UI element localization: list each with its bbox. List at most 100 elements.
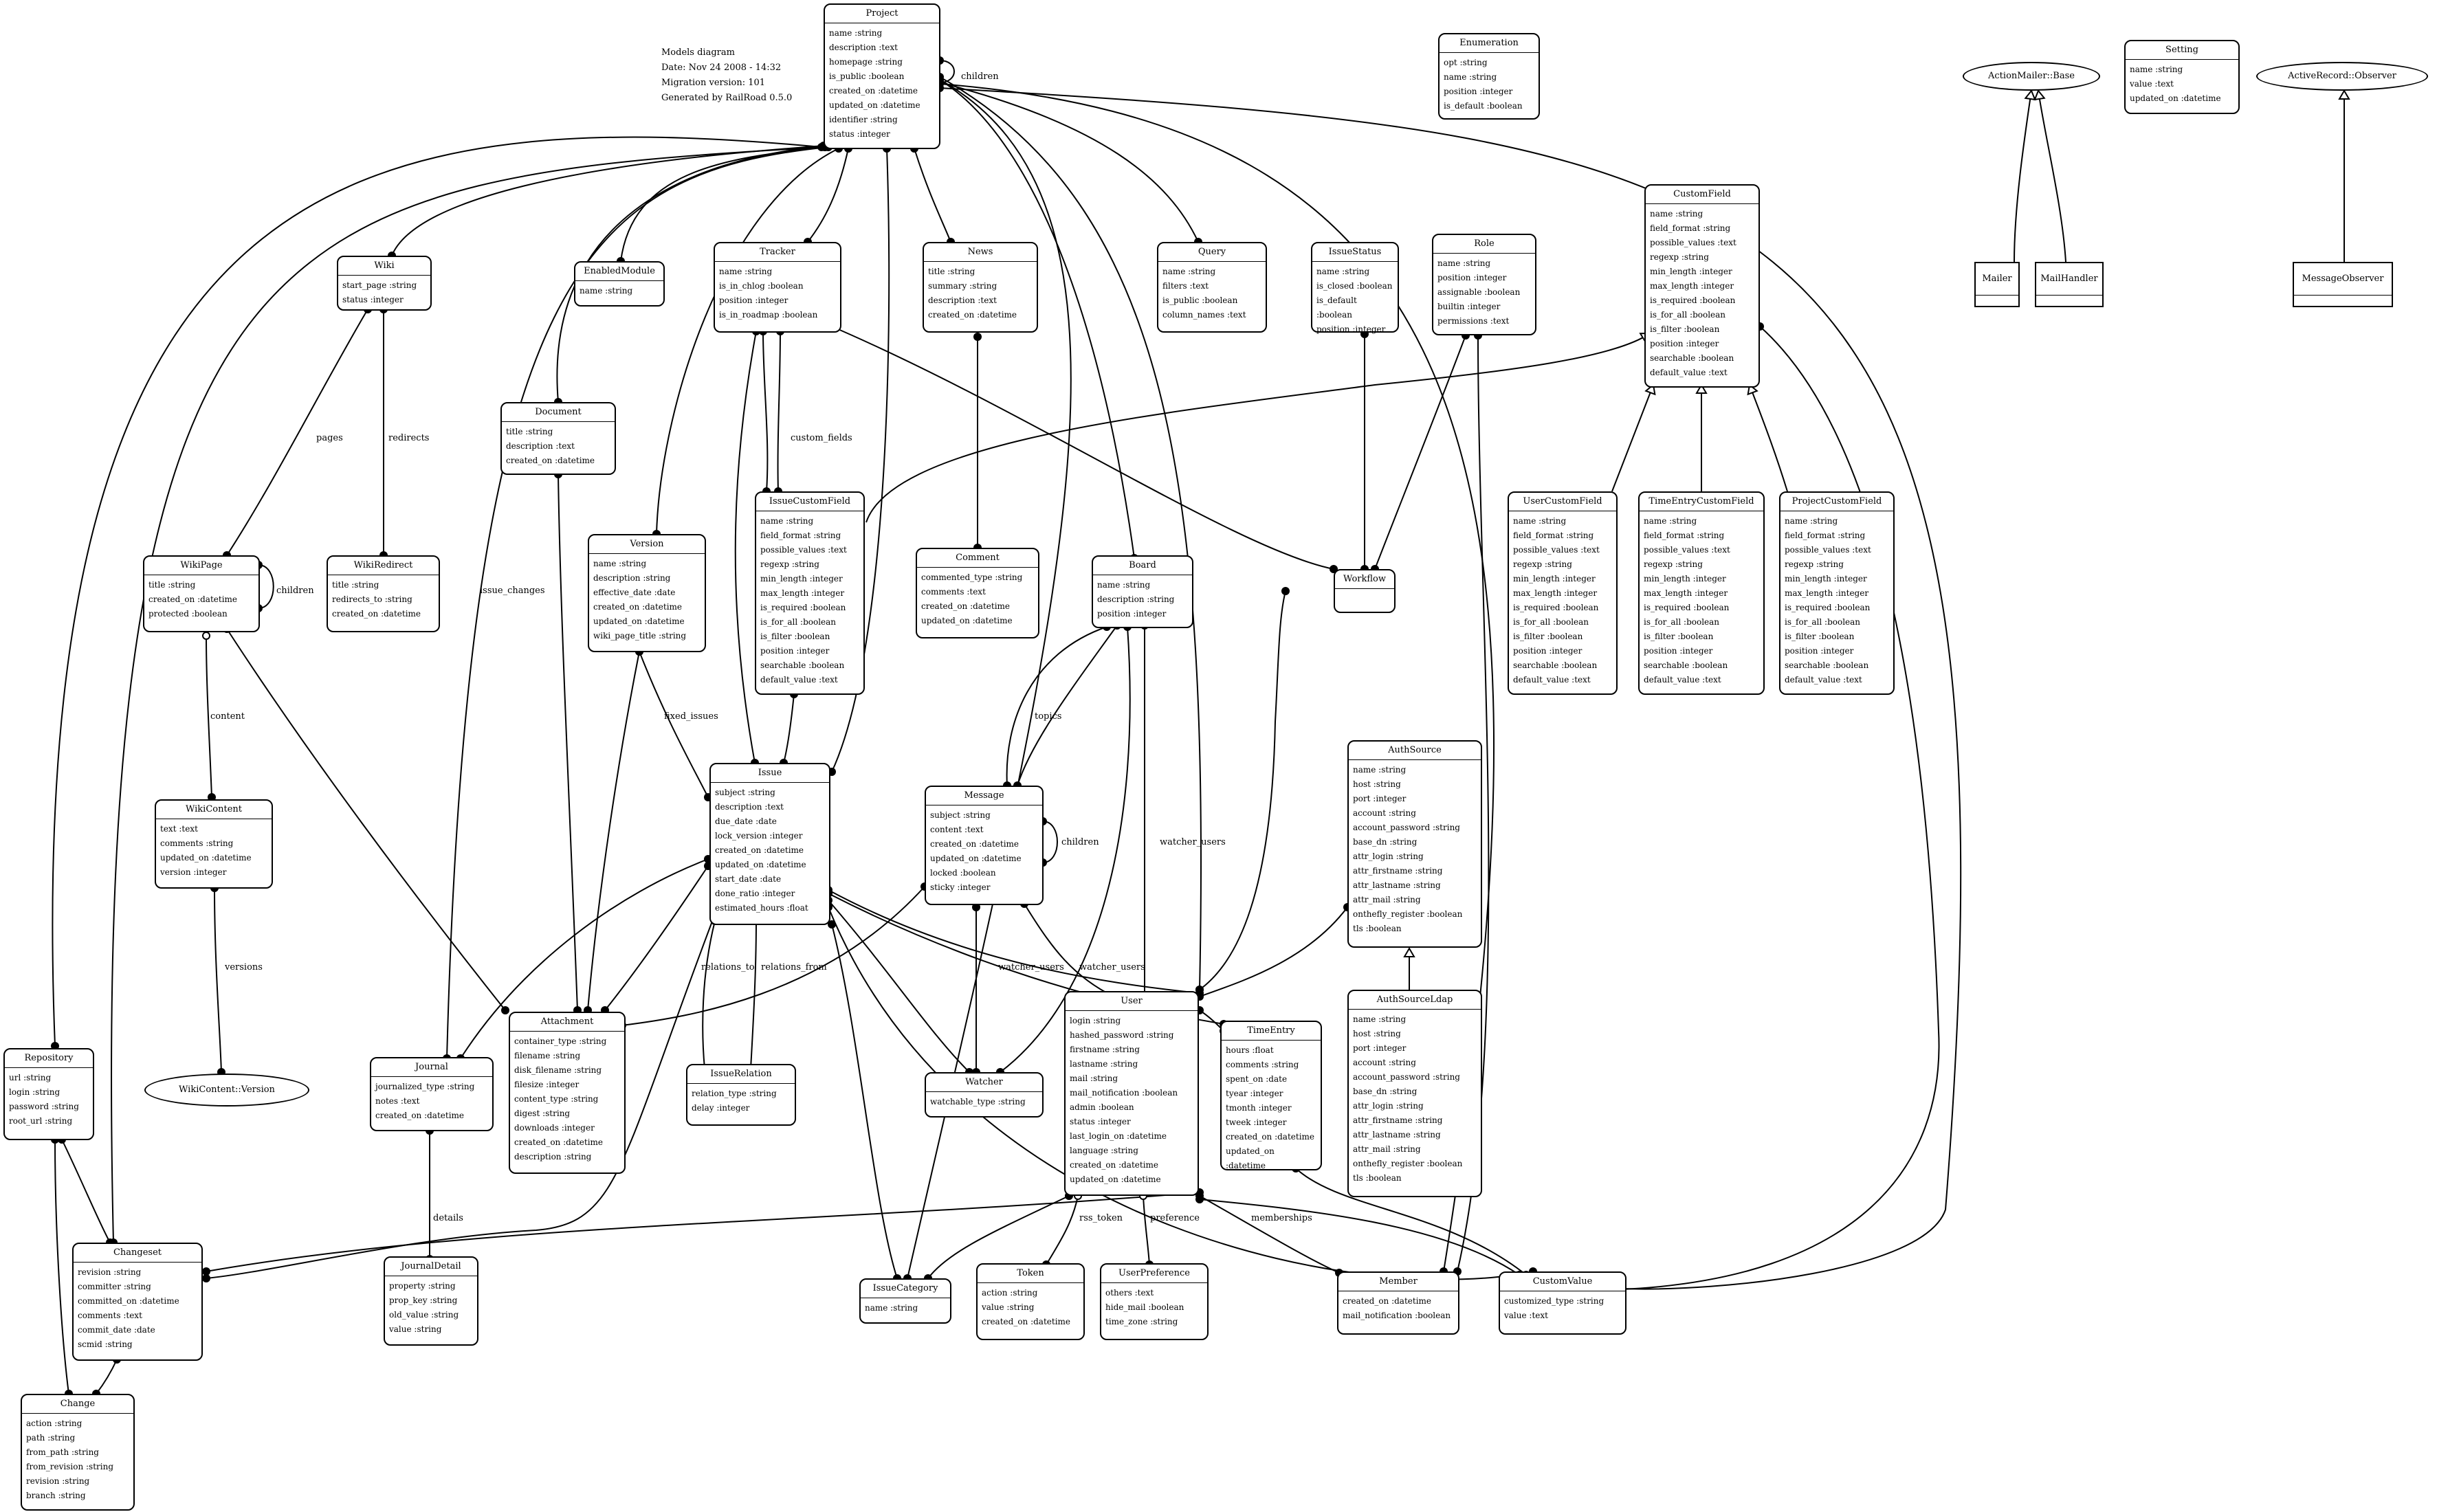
entity-title: WikiRedirect (328, 557, 439, 575)
entity-attribute: is_for_all :boolean (1785, 617, 1861, 627)
edge-label-topics: topics (1035, 711, 1062, 722)
entity-title: Watcher (926, 1074, 1042, 1092)
entity-attribute: mail_notification :boolean (1343, 1311, 1451, 1320)
entity-attribute: value :text (2130, 79, 2174, 89)
edge-issue-issuecategory (831, 924, 898, 1279)
entity-attribute: committed_on :datetime (78, 1296, 179, 1306)
entity-attribute: comments :text (921, 587, 986, 597)
edge-project-news (914, 148, 951, 243)
edge-issue-issuerelation-a (702, 920, 716, 1069)
entity-attribute: name :string (865, 1303, 918, 1313)
entity-attribute: name :string (1162, 267, 1216, 276)
entity-attribute: host :string (1353, 1029, 1401, 1038)
entity-attribute: position :integer (719, 296, 789, 305)
edge-start-marker (1195, 986, 1204, 994)
edge-user-changeset (206, 1192, 1200, 1272)
entity-attribute: from_revision :string (26, 1462, 114, 1471)
entity-attribute: is_default :boolean (1444, 101, 1523, 111)
entity-attribute: is_in_chlog :boolean (719, 281, 804, 291)
entity-title: TimeEntryCustomField (1640, 493, 1763, 511)
entity-attribute: comments :string (1226, 1060, 1299, 1069)
entity-title: Issue (711, 764, 829, 783)
edge-label-fixed-issues: fixed_issues (664, 711, 718, 722)
entity-attribute: digest :string (514, 1109, 571, 1118)
entity-attribute: tls :boolean (1353, 924, 1402, 933)
edge-label-wikipage-children: children (276, 586, 314, 596)
entity-attribute: field_format :string (1785, 531, 1866, 540)
entity-attribute: value :text (1504, 1311, 1548, 1320)
edge-repository-changeset (61, 1139, 111, 1243)
inheritance-arrowhead (2024, 89, 2036, 101)
entity-attribute: content_type :string (514, 1094, 599, 1104)
entity-attribute: old_value :string (389, 1310, 459, 1320)
entity-attribute: value :string (982, 1302, 1035, 1312)
entity-attribute: max_length :integer (1650, 281, 1734, 291)
edge-document-attachment (558, 474, 578, 1011)
entity-attribute: last_login_on :datetime (1070, 1131, 1167, 1141)
entity-attribute: hashed_password :string (1070, 1030, 1174, 1040)
entity-attribute: lock_version :integer (715, 831, 803, 841)
entity-attribute: attr_mail :string (1353, 1144, 1421, 1154)
entity-attributes: watchable_type :string (926, 1092, 1042, 1112)
entity-attribute: lastname :string (1070, 1059, 1138, 1069)
edge-wikicontent-version (214, 887, 222, 1073)
entity-attribute: start_page :string (342, 280, 417, 290)
entity-attribute: possible_values :text (1785, 545, 1871, 555)
edge-start-marker (973, 333, 982, 341)
entity-attribute: content :text (930, 825, 984, 834)
entity-attribute: name :string (760, 516, 814, 526)
entity-attribute: delay :integer (692, 1103, 750, 1113)
edge-wikipage-attachment (226, 628, 506, 1011)
entity-attribute: created_on :datetime (982, 1317, 1071, 1326)
edge-projectcustomfield-customfield (1749, 384, 1788, 492)
entity-attribute: updated_on :datetime (930, 854, 1022, 863)
entity-attribute: start_date :date (715, 874, 782, 884)
entity-attribute: builtin :integer (1437, 302, 1501, 311)
entity-attribute: created_on :datetime (506, 456, 595, 465)
edge-changeset-change (96, 1359, 118, 1394)
entity-attribute: status :integer (829, 129, 890, 139)
edge-user-userpreference (1143, 1195, 1150, 1265)
diagram-metadata: Models diagram Date: Nov 24 2008 - 14:32… (661, 45, 792, 106)
edge-customfield-customvalue (1622, 326, 1940, 1290)
entity-attribute: name :string (1353, 765, 1407, 775)
entity-attribute: watchable_type :string (930, 1097, 1026, 1107)
entity-attribute: created_on :datetime (375, 1111, 465, 1120)
entity-attribute: created_on :datetime (148, 594, 238, 604)
entity-attribute: tls :boolean (1353, 1173, 1402, 1183)
entity-title: Mailer (1976, 263, 2018, 296)
entity-attribute: prop_key :string (389, 1296, 458, 1305)
edge-project-repository (52, 136, 822, 1047)
entity-title: AuthSource (1349, 742, 1481, 760)
edge-end-marker (501, 1006, 509, 1014)
entity-attributes: name :string (575, 281, 663, 301)
entity-attribute: position :integer (1650, 339, 1719, 348)
mailer-entity: Mailer (1974, 262, 2020, 307)
entity-title: MessageObserver (2294, 263, 2392, 296)
entity-attribute: searchable :boolean (1650, 353, 1734, 363)
